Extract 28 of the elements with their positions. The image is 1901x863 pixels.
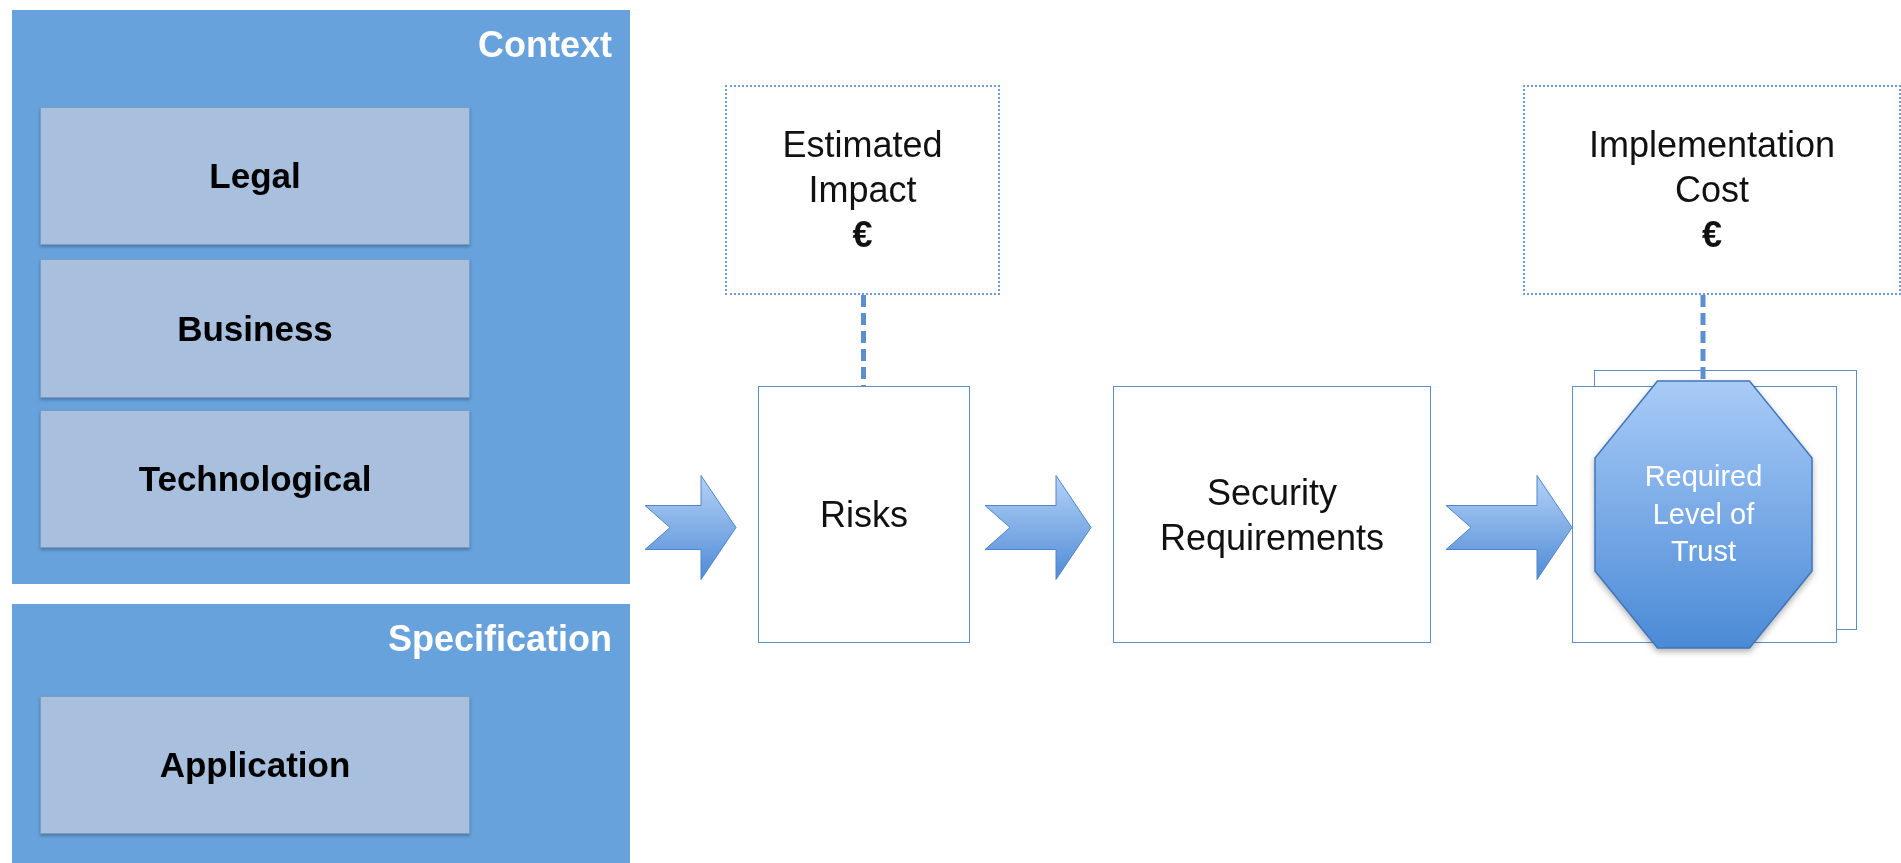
category-box <box>40 410 470 548</box>
octagon-label: Required Level of Trust <box>1643 458 1764 570</box>
box-label: Legal <box>209 156 301 196</box>
group-panel <box>12 604 630 863</box>
currency-symbol: € <box>852 212 873 257</box>
dashed-connector <box>1700 295 1706 380</box>
category-box <box>40 259 470 398</box>
octagon-shape <box>1594 380 1813 649</box>
note-text: Estimated Impact <box>781 122 944 212</box>
category-box <box>40 107 470 245</box>
currency-symbol: € <box>1702 212 1722 257</box>
chevron-arrow <box>644 475 737 580</box>
panel-heading: Context <box>478 24 612 66</box>
note-text: Implementation Cost <box>1587 122 1837 212</box>
group-panel <box>12 10 630 584</box>
box-label: Business <box>177 308 333 349</box>
chevron-arrow <box>984 475 1092 580</box>
process-box <box>1113 386 1431 643</box>
box-label: Application <box>159 745 351 785</box>
process-box <box>758 386 970 643</box>
note-box <box>725 85 1000 295</box>
box-label: Technological <box>138 459 372 499</box>
box-label: Security Requirements <box>1158 470 1386 560</box>
box-label: Risks <box>820 493 908 537</box>
chevron-arrow <box>1445 475 1573 580</box>
panel-heading: Specification <box>387 618 612 660</box>
note-box <box>1523 85 1901 295</box>
category-box <box>40 696 470 834</box>
